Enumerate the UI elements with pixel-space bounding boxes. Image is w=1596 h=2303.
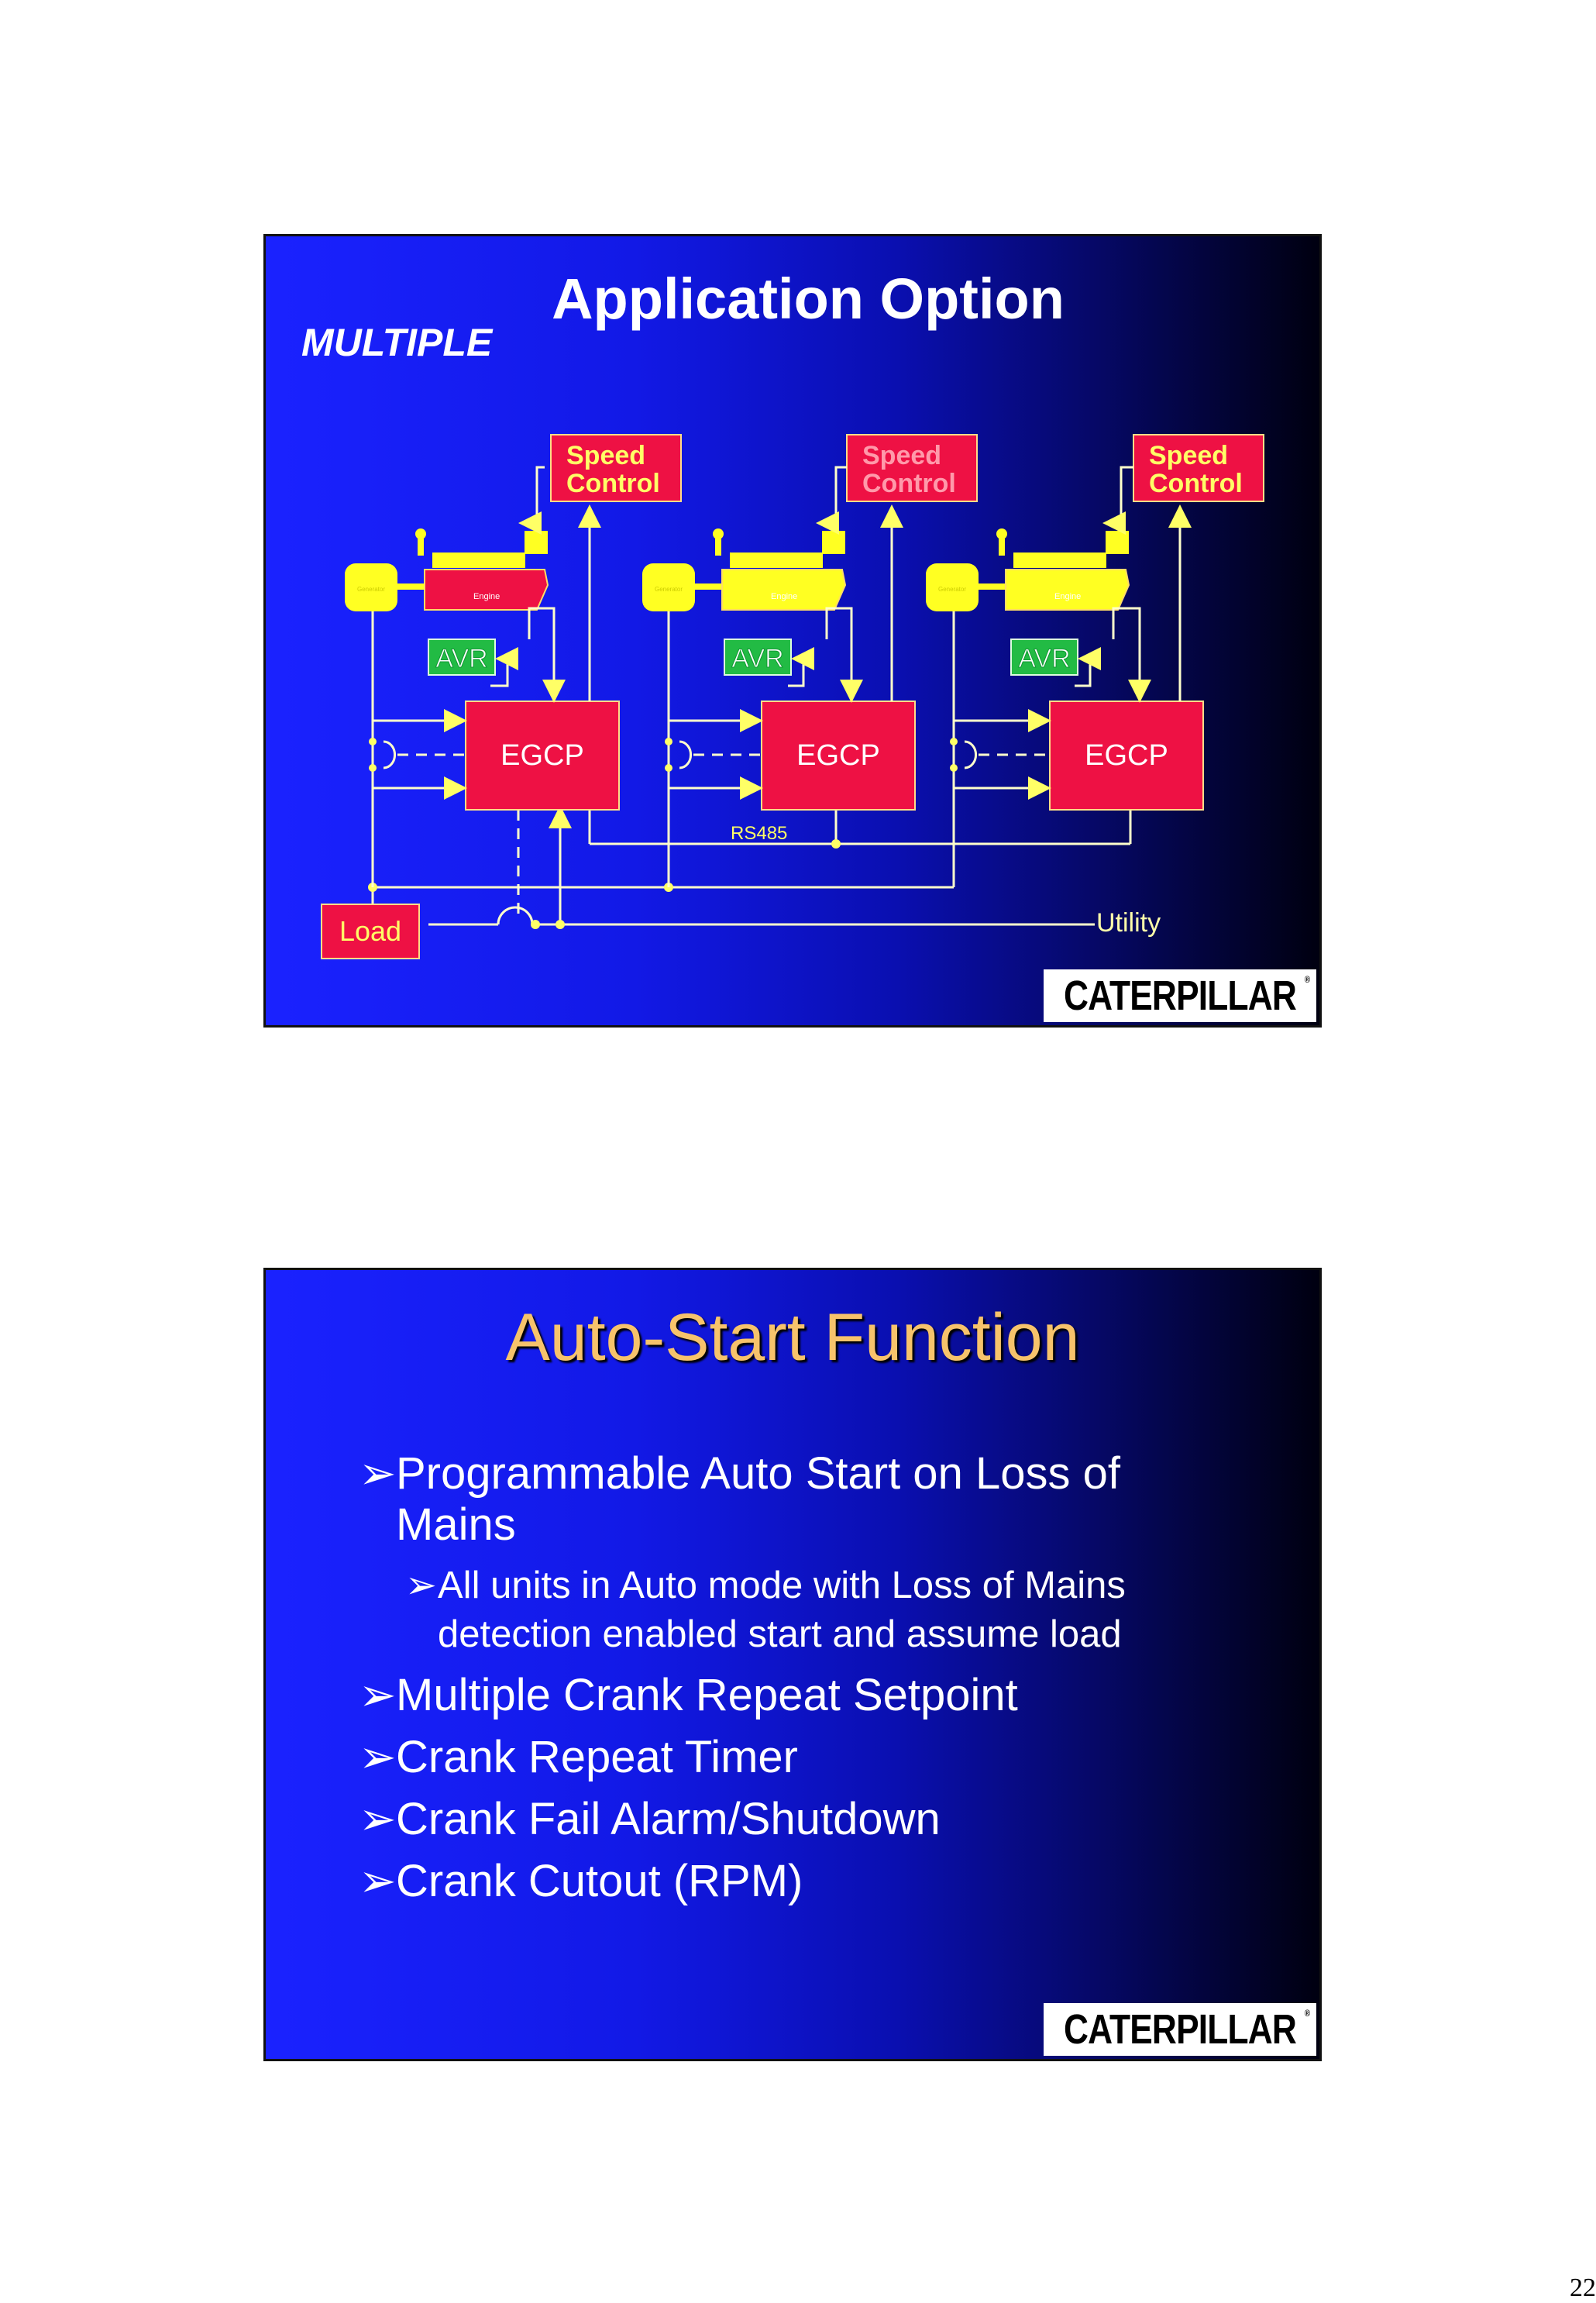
bullet-item: ➢ Programmable Auto Start on Loss of Mai… <box>359 1448 1120 1550</box>
svg-text:AVR: AVR <box>1018 644 1070 673</box>
arrow-bullet-icon: ➢ <box>405 1565 438 1606</box>
svg-text:Control: Control <box>566 469 660 498</box>
bullet-item: ➢ Crank Repeat Timer <box>359 1732 798 1782</box>
genset-unit-2: Speed Control Generator Engine AVR <box>642 434 978 887</box>
svg-text:Engine: Engine <box>771 592 797 601</box>
genset-unit-1: Speed Control Generator Engine AVR <box>345 434 682 887</box>
system-diagram: RS485 Utility Load Speed Control Generat… <box>321 434 1264 959</box>
engine-shape: Engine <box>713 528 847 611</box>
bullet-item: ➢ Crank Fail Alarm/Shutdown <box>359 1794 941 1844</box>
generator-shape: Generator <box>642 563 695 611</box>
page-number: 22 <box>1570 2274 1596 2302</box>
speed-control-box: Speed Control <box>846 434 978 502</box>
avr-box: AVR <box>1010 639 1078 676</box>
svg-text:Speed: Speed <box>566 441 645 470</box>
caterpillar-logo: CATERPILLAR® <box>1044 969 1316 1022</box>
svg-text:Engine: Engine <box>473 592 500 601</box>
svg-text:EGCP: EGCP <box>500 739 584 772</box>
caterpillar-logo: CATERPILLAR® <box>1044 2003 1316 2056</box>
svg-text:Generator: Generator <box>357 586 385 593</box>
speed-control-box: Speed Control <box>1133 434 1264 502</box>
svg-text:EGCP: EGCP <box>1085 739 1168 772</box>
arrow-bullet-icon: ➢ <box>359 1794 397 1844</box>
egcp-box: EGCP <box>761 701 916 811</box>
generator-shape: Generator <box>345 563 397 611</box>
bullet-item: ➢ Multiple Crank Repeat Setpoint <box>359 1670 1018 1720</box>
svg-text:Speed: Speed <box>1149 441 1228 470</box>
slide-application-option: Application Option MULTIPLE <box>263 234 1322 1028</box>
svg-text:AVR: AVR <box>435 644 487 673</box>
svg-text:Speed: Speed <box>862 441 941 470</box>
svg-text:Control: Control <box>1149 469 1243 498</box>
slide-auto-start-function: Auto-Start Function ➢ Programmable Auto … <box>263 1268 1322 2061</box>
egcp-box: EGCP <box>1049 701 1204 811</box>
engine-shape: Engine <box>996 528 1130 611</box>
genset-unit-3: Speed Control Generator Engine AVR <box>926 434 1264 887</box>
slide-subtitle: MULTIPLE <box>301 321 493 364</box>
svg-text:EGCP: EGCP <box>796 739 880 772</box>
engine-shape: Engine <box>415 528 549 611</box>
utility-label: Utility <box>1096 908 1161 938</box>
bullet-list: ➢ Programmable Auto Start on Loss of Mai… <box>359 1448 1250 1918</box>
rs485-label: RS485 <box>731 823 787 844</box>
svg-text:Generator: Generator <box>938 586 966 593</box>
bullet-item: ➢ Crank Cutout (RPM) <box>359 1856 803 1906</box>
avr-box: AVR <box>724 639 792 676</box>
generator-shape: Generator <box>926 563 979 611</box>
slide-title: Auto-Start Function <box>505 1300 1080 1375</box>
svg-text:Load: Load <box>339 915 401 947</box>
svg-text:Engine: Engine <box>1054 592 1081 601</box>
arrow-bullet-icon: ➢ <box>359 1448 397 1499</box>
egcp-box: EGCP <box>465 701 620 811</box>
slide-title: Application Option <box>552 267 1065 331</box>
svg-text:AVR: AVR <box>731 644 783 673</box>
arrow-bullet-icon: ➢ <box>359 1856 397 1906</box>
svg-text:Generator: Generator <box>655 586 683 593</box>
svg-text:Control: Control <box>862 469 956 498</box>
avr-box: AVR <box>428 639 496 676</box>
load-box: Load <box>321 904 420 959</box>
arrow-bullet-icon: ➢ <box>359 1670 397 1720</box>
sub-bullet-item: ➢ All units in Auto mode with Loss of Ma… <box>405 1561 1250 1659</box>
speed-control-box: Speed Control <box>550 434 682 502</box>
arrow-bullet-icon: ➢ <box>359 1732 397 1782</box>
